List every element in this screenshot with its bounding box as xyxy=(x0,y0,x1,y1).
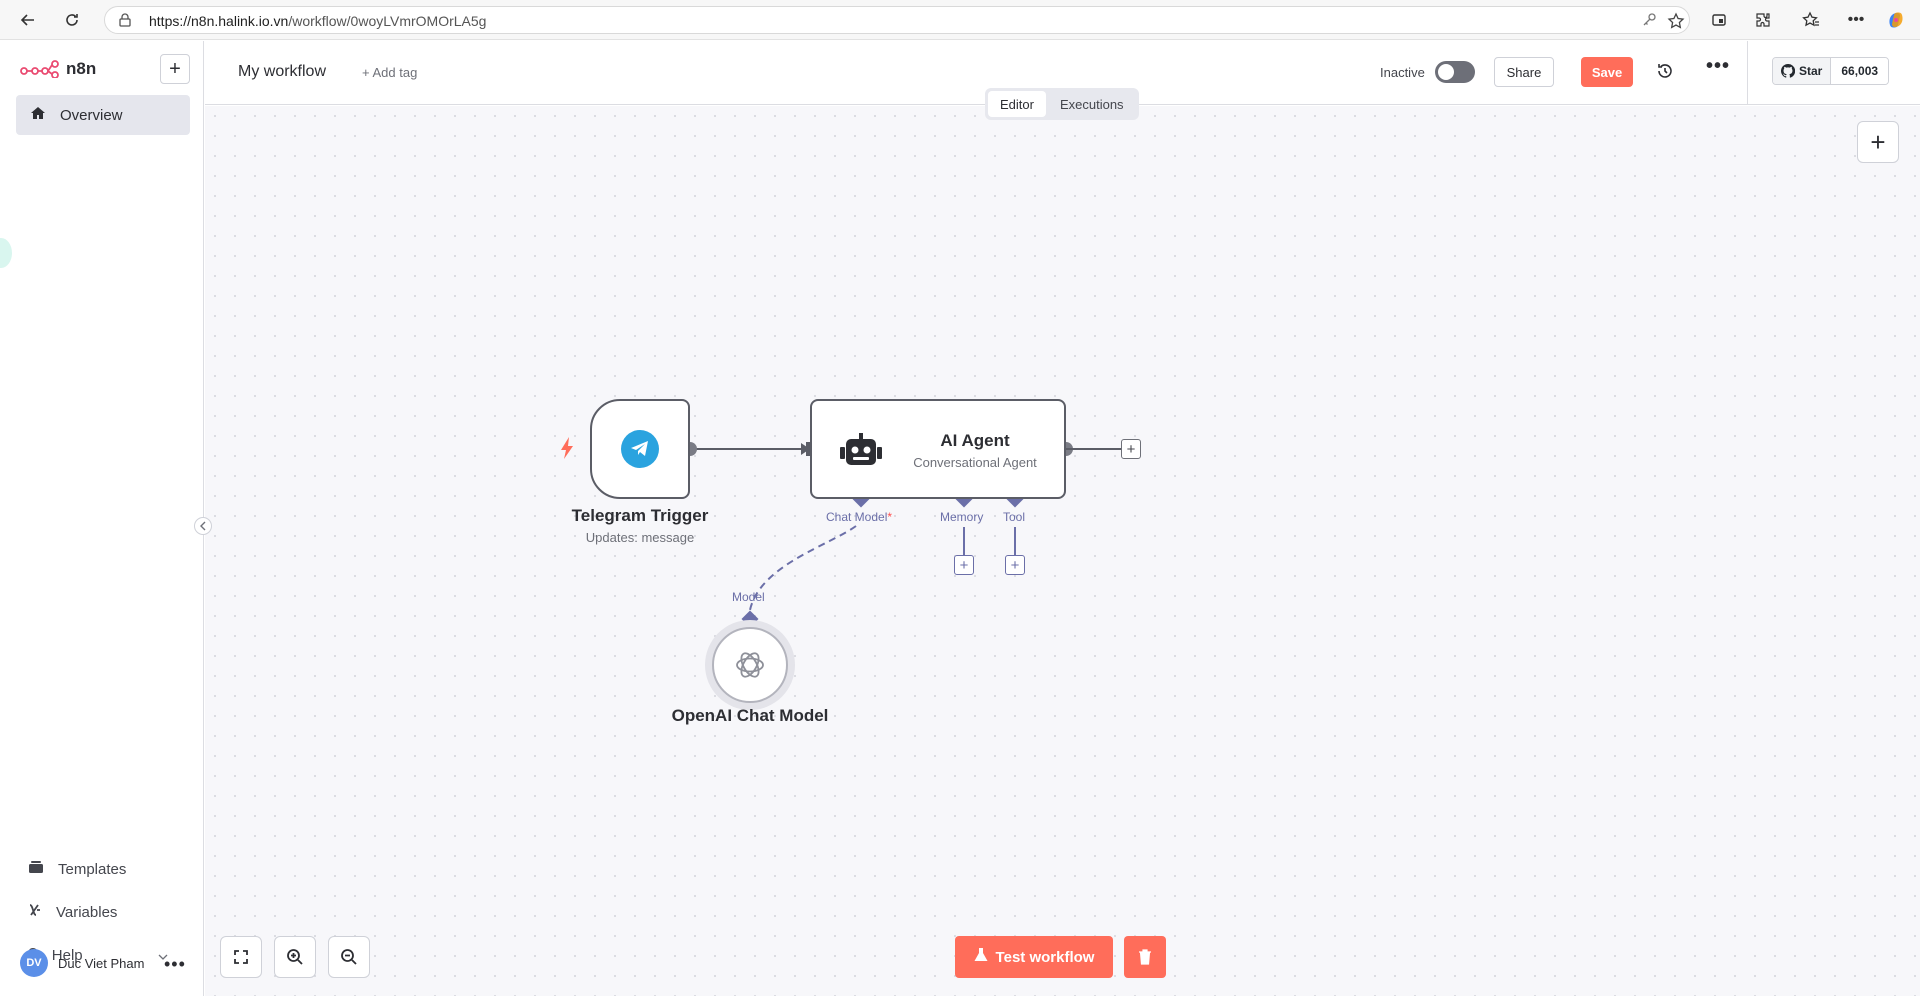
n8n-logo[interactable]: n8n xyxy=(20,59,96,79)
delete-button[interactable] xyxy=(1124,936,1166,978)
key-icon[interactable] xyxy=(1641,12,1657,33)
agent-node-subtitle: Conversational Agent xyxy=(913,455,1037,470)
fit-view-button[interactable] xyxy=(220,936,262,978)
sidebar-item-label: Templates xyxy=(58,860,127,878)
zoom-in-button[interactable] xyxy=(274,936,316,978)
sidebar-item-label: Help xyxy=(51,946,83,964)
browser-menu-icon[interactable]: ••• xyxy=(1847,11,1865,28)
n8n-logo-icon xyxy=(20,60,59,78)
github-star-label: Star xyxy=(1799,64,1823,78)
telegram-node-subtitle: Updates: message xyxy=(585,530,695,545)
robot-icon xyxy=(840,433,882,474)
agent-node-title: AI Agent xyxy=(940,431,1010,450)
save-button[interactable]: Save xyxy=(1581,57,1633,87)
tab-executions[interactable]: Executions xyxy=(1059,96,1124,112)
variables-icon xyxy=(28,903,42,921)
share-button[interactable]: Share xyxy=(1494,57,1554,87)
url-text: https://n8n.halink.io.vn/workflow/0woyLV… xyxy=(149,13,487,29)
extensions-icon[interactable] xyxy=(1751,8,1775,32)
github-star-count[interactable]: 66,003 xyxy=(1831,58,1889,84)
history-icon[interactable] xyxy=(1656,62,1674,85)
telegram-node-title: Telegram Trigger xyxy=(571,506,709,525)
openai-chat-model-node[interactable] xyxy=(705,620,795,710)
avatar: DV xyxy=(20,949,48,977)
sidebar-item-templates[interactable]: Templates xyxy=(28,860,126,878)
templates-icon xyxy=(28,860,44,878)
model-port-label: Model xyxy=(732,590,765,604)
back-icon[interactable] xyxy=(16,8,40,32)
logo-text: n8n xyxy=(66,59,97,78)
trash-icon xyxy=(1139,949,1151,965)
add-tag-link[interactable]: + Add tag xyxy=(362,65,418,80)
active-toggle[interactable] xyxy=(1435,61,1475,83)
telegram-icon xyxy=(621,430,659,468)
sidebar-item-variables[interactable]: Variables xyxy=(28,903,117,921)
add-tool-button[interactable]: + xyxy=(1005,555,1025,575)
sidebar: n8n + Overview Templates Variables ? Hel… xyxy=(0,41,204,996)
edge-indicator xyxy=(0,238,12,268)
test-workflow-button[interactable]: Test workflow xyxy=(955,936,1113,978)
tool-port-label: Tool xyxy=(1003,510,1026,524)
trigger-bolt-icon xyxy=(560,437,574,464)
telegram-trigger-node[interactable] xyxy=(590,399,690,499)
toggle-knob xyxy=(1438,64,1454,80)
ai-agent-node[interactable]: AI Agent Conversational Agent xyxy=(810,399,1066,499)
reload-icon[interactable] xyxy=(60,8,84,32)
favorite-star-icon[interactable] xyxy=(1667,12,1685,35)
openai-icon xyxy=(736,652,764,678)
zoom-in-icon xyxy=(287,949,303,965)
address-bar[interactable]: https://n8n.halink.io.vn/workflow/0woyLV… xyxy=(104,6,1690,34)
chevron-down-icon xyxy=(158,947,168,964)
openai-node-title: OpenAI Chat Model xyxy=(671,706,829,725)
zoom-out-button[interactable] xyxy=(328,936,370,978)
workflow-canvas[interactable] xyxy=(205,106,1920,996)
more-options-button[interactable]: ••• xyxy=(1706,55,1731,77)
browser-toolbar: https://n8n.halink.io.vn/workflow/0woyLV… xyxy=(0,0,1920,40)
chevron-left-icon xyxy=(200,521,206,531)
add-memory-button[interactable]: + xyxy=(954,555,974,575)
github-icon xyxy=(1781,64,1795,78)
flask-icon xyxy=(974,947,988,967)
test-workflow-label: Test workflow xyxy=(995,948,1095,966)
home-icon xyxy=(30,105,46,125)
collapse-sidebar-button[interactable] xyxy=(194,517,212,535)
user-profile[interactable]: DV Duc Viet Pham xyxy=(20,949,144,977)
header-divider xyxy=(1747,41,1748,105)
github-star-button[interactable]: Star xyxy=(1773,58,1832,84)
sidebar-item-label: Variables xyxy=(56,903,118,921)
openai-node-body xyxy=(712,627,788,703)
workflow-name[interactable]: My workflow xyxy=(238,63,327,80)
tab-editor[interactable]: Editor xyxy=(988,91,1046,117)
split-screen-icon[interactable] xyxy=(1707,8,1731,32)
add-next-node-button[interactable]: + xyxy=(1121,439,1141,459)
copilot-icon[interactable] xyxy=(1884,8,1908,32)
user-menu-button[interactable]: ••• xyxy=(164,954,186,974)
favorites-icon[interactable] xyxy=(1799,8,1823,32)
required-marker: * xyxy=(887,510,893,524)
github-star-widget[interactable]: Star 66,003 xyxy=(1772,57,1890,85)
sidebar-item-overview[interactable]: Overview xyxy=(16,95,190,135)
editor-executions-switch: Editor Executions xyxy=(985,88,1139,120)
lock-icon xyxy=(119,13,131,32)
new-workflow-button[interactable]: + xyxy=(160,54,190,84)
active-status-label: Inactive xyxy=(1380,65,1425,80)
fullscreen-icon xyxy=(234,950,248,964)
add-node-button[interactable]: + xyxy=(1857,121,1899,163)
memory-port-label: Memory xyxy=(940,510,984,524)
sidebar-item-label: Overview xyxy=(60,106,123,124)
chat-model-port-label: Chat Model* xyxy=(826,510,893,524)
zoom-out-icon xyxy=(341,949,357,965)
user-name: Duc Viet Pham xyxy=(58,955,145,971)
